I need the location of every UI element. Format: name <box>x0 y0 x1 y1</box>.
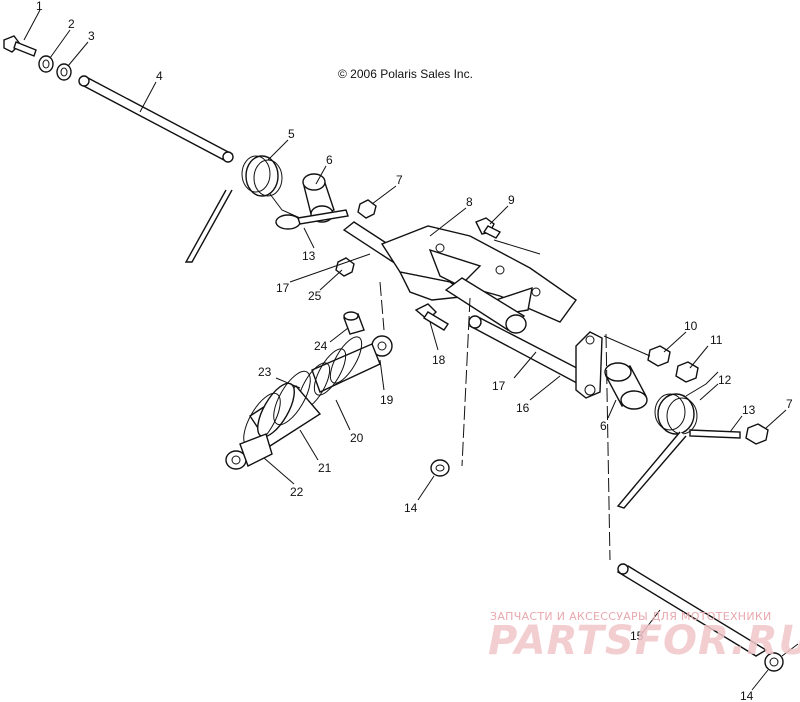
callout-17-upper: 17 <box>276 281 290 295</box>
callout-24: 24 <box>314 339 328 353</box>
spacer-24 <box>343 311 365 335</box>
callout-4: 4 <box>156 69 163 83</box>
callout-21: 21 <box>318 461 332 475</box>
callout-22: 22 <box>290 485 304 499</box>
washer-2 <box>38 55 54 73</box>
torsion-spring-5 <box>184 155 301 263</box>
callout-6-left: 6 <box>326 153 333 167</box>
washer-14-bottom <box>764 643 799 672</box>
shaft-15 <box>616 563 768 657</box>
callout-9: 9 <box>508 193 515 207</box>
callout-10: 10 <box>684 319 698 333</box>
spring-20 <box>297 336 381 410</box>
shock-lower-eye-22 <box>225 433 273 470</box>
washer-14-middle <box>430 459 450 477</box>
alignment-lines <box>379 239 651 561</box>
bolt-1 <box>3 35 37 57</box>
callout-23: 23 <box>258 365 272 379</box>
callout-1: 1 <box>36 0 43 13</box>
torsion-spring-12 <box>616 371 719 509</box>
watermark-logo: PARTSFOR.RU <box>488 618 800 664</box>
copyright-notice: © 2006 Polaris Sales Inc. <box>338 67 473 81</box>
shaft-4 <box>78 75 234 163</box>
bushing-6-right <box>604 362 648 410</box>
callout-15: 15 <box>630 629 644 643</box>
watermark-tagline: ЗАПЧАСТИ И АКСЕССУАРЫ ДЛЯ МОТОТЕХНИКИ <box>490 610 772 623</box>
callout-5: 5 <box>288 127 295 141</box>
callout-labels: 1 2 3 4 5 6 7 8 9 13 17 25 24 18 19 23 2… <box>36 0 793 702</box>
callout-11: 11 <box>710 333 723 347</box>
callout-12: 12 <box>718 373 732 387</box>
callout-13-left: 13 <box>302 249 316 263</box>
callout-16: 16 <box>516 401 530 415</box>
washer-11 <box>675 361 699 383</box>
callout-14-middle: 14 <box>404 501 418 515</box>
bolt-9 <box>475 217 502 239</box>
callout-19: 19 <box>380 393 394 407</box>
link-16 <box>575 331 603 399</box>
pivot-arm-8 <box>380 225 577 323</box>
callout-14-bottom: 14 <box>740 689 754 702</box>
nut-7-right <box>745 423 769 445</box>
bolt-13-right <box>689 429 741 439</box>
callout-25: 25 <box>308 289 322 303</box>
leader-lines <box>23 9 787 691</box>
callout-3: 3 <box>88 29 95 43</box>
bolt-13-left <box>275 209 349 230</box>
callout-13-right: 13 <box>742 403 756 417</box>
bolt-18 <box>414 303 449 331</box>
callout-2: 2 <box>68 17 75 31</box>
callout-18: 18 <box>432 353 446 367</box>
callout-7-right: 7 <box>786 397 793 411</box>
callout-8: 8 <box>466 195 473 209</box>
callout-6-right: 6 <box>600 419 607 433</box>
callout-17-lower: 17 <box>492 379 506 393</box>
callout-7-left: 7 <box>396 173 403 187</box>
nut-7-left <box>357 199 377 219</box>
callout-20: 20 <box>350 431 364 445</box>
washer-3 <box>56 63 72 81</box>
pivot-shaft <box>444 277 527 334</box>
